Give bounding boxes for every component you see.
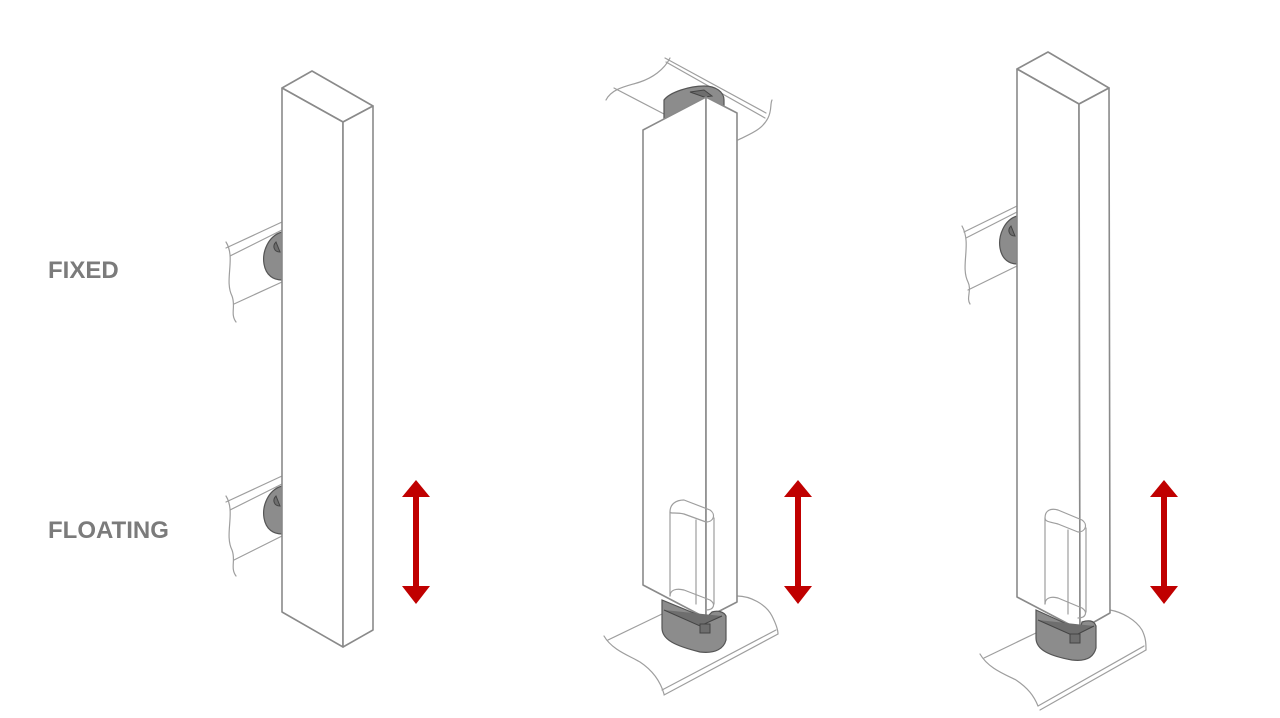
wall-rail-floating (225, 475, 283, 577)
post-wall-floor (961, 51, 1147, 711)
inner-slot (669, 499, 715, 611)
floor-rail (603, 595, 779, 696)
post-wall-mounted (225, 70, 374, 648)
floor-rail (979, 609, 1147, 711)
post-front-face (281, 87, 344, 648)
vertical-adjust-arrow-icon (402, 480, 430, 604)
wall-rail (961, 205, 1018, 305)
post-ceiling-floor (603, 57, 779, 696)
vertical-adjust-arrow-icon (1150, 480, 1178, 604)
bracket-floating-icon (263, 485, 283, 535)
floating-label: FLOATING (48, 517, 169, 544)
post-front-face (1016, 68, 1081, 631)
floor-foot-icon (661, 599, 727, 653)
post-side-face (342, 105, 374, 648)
floor-foot-icon (1035, 609, 1097, 661)
wall-bracket-icon (999, 215, 1018, 265)
wall-rail-fixed (225, 221, 283, 323)
bracket-fixed-icon (263, 231, 283, 281)
vertical-adjust-arrow-icon (784, 480, 812, 604)
inner-slot (1044, 508, 1087, 619)
fixed-label: FIXED (48, 257, 119, 284)
post-side-face (705, 96, 738, 619)
post-side-face (1078, 87, 1111, 631)
